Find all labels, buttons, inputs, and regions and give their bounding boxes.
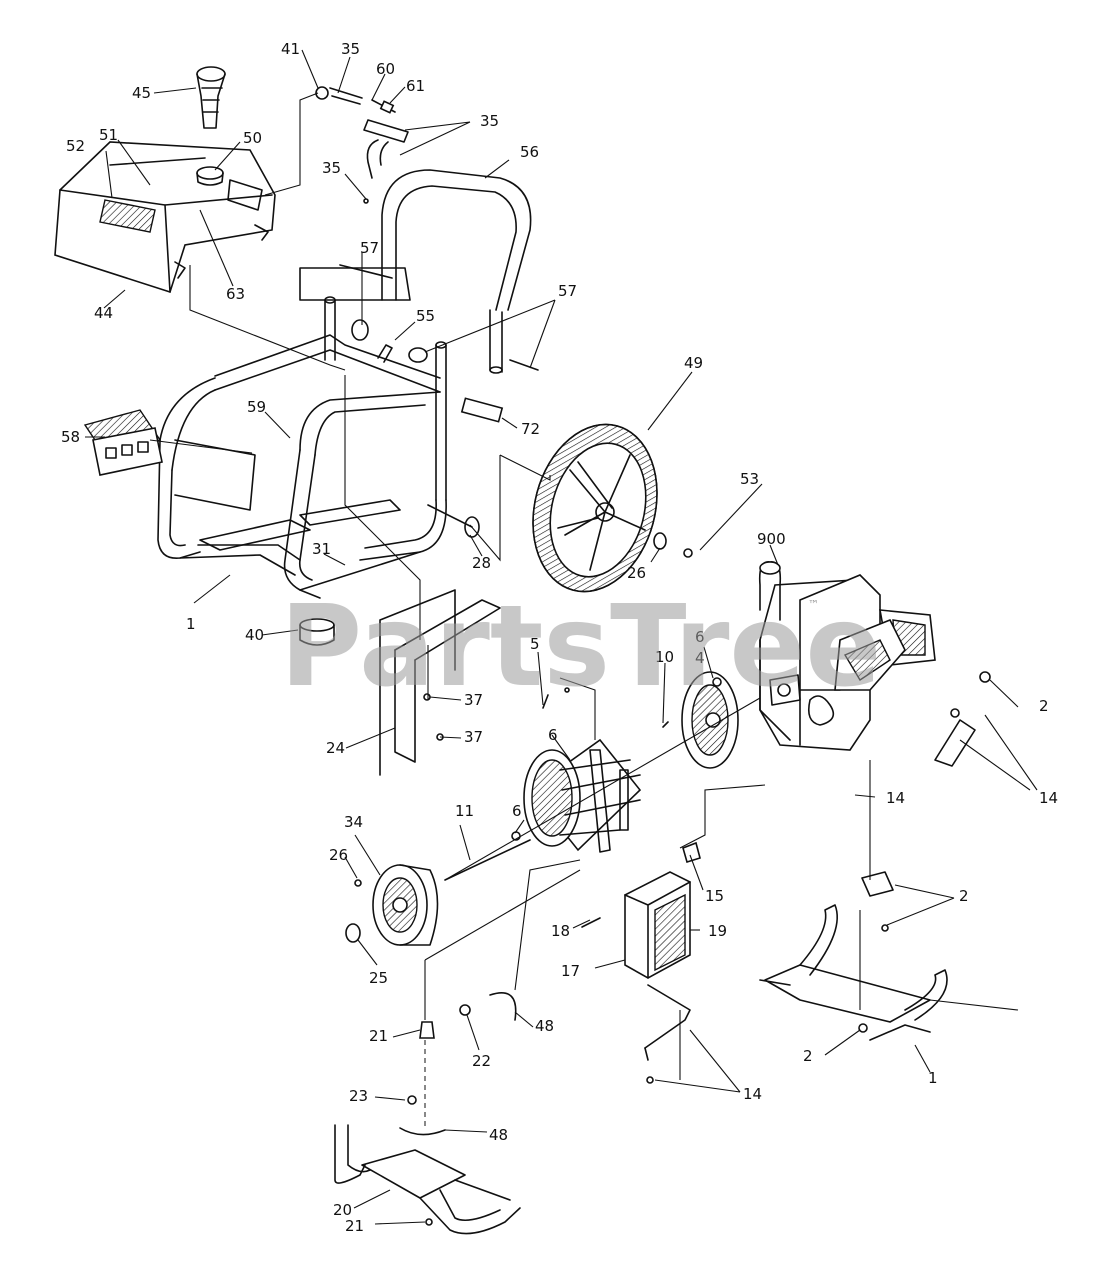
- callout-50: 50: [243, 129, 262, 147]
- callout-18: 18: [551, 922, 570, 940]
- callout-17: 17: [561, 962, 580, 980]
- callout-26a: 26: [627, 564, 646, 582]
- callout-1b: 1: [928, 1069, 938, 1087]
- callout-1a: 1: [186, 615, 196, 633]
- callout-19: 19: [708, 922, 727, 940]
- callout-24: 24: [326, 739, 345, 757]
- callout-56: 56: [520, 143, 539, 161]
- callout-45: 45: [132, 84, 151, 102]
- callout-6c: 6: [512, 802, 522, 820]
- brush-parts: [419, 992, 517, 1039]
- bearing-25: [345, 923, 361, 943]
- callout-6a: 6: [695, 628, 705, 646]
- callout-14c: 14: [743, 1085, 762, 1103]
- callout-34: 34: [344, 813, 363, 831]
- handle: [381, 169, 532, 374]
- callout-labels: 41 35 60 61 45 35 51 50 52 56 35 57 63 5…: [61, 40, 1058, 1235]
- engine: [758, 561, 936, 751]
- callout-22: 22: [472, 1052, 491, 1070]
- callout-14b: 14: [1039, 789, 1058, 807]
- handle-hardware: [299, 264, 539, 423]
- callout-44: 44: [94, 304, 113, 322]
- callout-41: 41: [281, 40, 300, 58]
- watermark-text: PartsTree: [280, 582, 881, 712]
- callout-36: 35: [341, 40, 360, 58]
- main-frame: [157, 296, 447, 599]
- callout-63: 63: [226, 285, 245, 303]
- callout-900: 900: [757, 530, 786, 548]
- callout-10: 10: [655, 648, 674, 666]
- wheel: [532, 423, 658, 593]
- callout-60: 60: [376, 60, 395, 78]
- engine-base: [759, 671, 991, 1041]
- callout-72: 72: [521, 420, 540, 438]
- callout-6b: 6: [548, 726, 558, 744]
- callout-58: 58: [61, 428, 80, 446]
- callout-23: 23: [349, 1087, 368, 1105]
- callout-20: 20: [333, 1201, 352, 1219]
- callout-37a: 37: [464, 691, 483, 709]
- callout-5: 5: [530, 635, 540, 653]
- callout-28: 28: [472, 554, 491, 572]
- callout-2a: 2: [1039, 697, 1049, 715]
- partstree-watermark: PartsTree ™: [280, 582, 881, 712]
- assembly-lines: [189, 92, 871, 1130]
- callout-25: 25: [369, 969, 388, 987]
- callout-61: 61: [406, 77, 425, 95]
- callout-37b: 37: [464, 728, 483, 746]
- end-bell: [372, 864, 439, 946]
- callout-21b: 21: [345, 1217, 364, 1235]
- fuel-strainer: [196, 66, 226, 129]
- callout-48a: 48: [535, 1017, 554, 1035]
- callout-35a: 35: [480, 112, 499, 130]
- callout-53: 53: [740, 470, 759, 488]
- control-panel: [83, 409, 253, 476]
- callout-51: 51: [99, 126, 118, 144]
- callout-26b: 26: [329, 846, 348, 864]
- callout-2c: 2: [803, 1047, 813, 1065]
- callout-35b: 35: [322, 159, 341, 177]
- fasteners: [354, 687, 701, 928]
- callout-15: 15: [705, 887, 724, 905]
- lower-base: [334, 1095, 521, 1235]
- callout-4: 4: [695, 649, 705, 667]
- callout-leaders: [103, 49, 1038, 1225]
- watermark-trademark: ™: [808, 598, 819, 611]
- mounting-bracket: [379, 589, 501, 776]
- callout-40: 40: [245, 626, 264, 644]
- fuel-tank: [54, 141, 276, 294]
- callout-52: 52: [66, 137, 85, 155]
- fuel-line-assembly: [315, 86, 409, 204]
- callout-14a: 14: [886, 789, 905, 807]
- fuel-cap: [196, 166, 224, 186]
- callout-2b: 2: [959, 887, 969, 905]
- callout-31: 31: [312, 540, 331, 558]
- callout-11: 11: [455, 802, 474, 820]
- rotor-fan: [681, 671, 739, 769]
- callout-57a: 57: [360, 239, 379, 257]
- callout-21a: 21: [369, 1027, 388, 1045]
- rubber-foot: [299, 618, 335, 646]
- control-box: [624, 844, 699, 1084]
- callout-55: 55: [416, 307, 435, 325]
- callout-57b: 57: [558, 282, 577, 300]
- callout-49: 49: [684, 354, 703, 372]
- callout-59: 59: [247, 398, 266, 416]
- callout-48b: 48: [489, 1126, 508, 1144]
- stator: [523, 738, 642, 853]
